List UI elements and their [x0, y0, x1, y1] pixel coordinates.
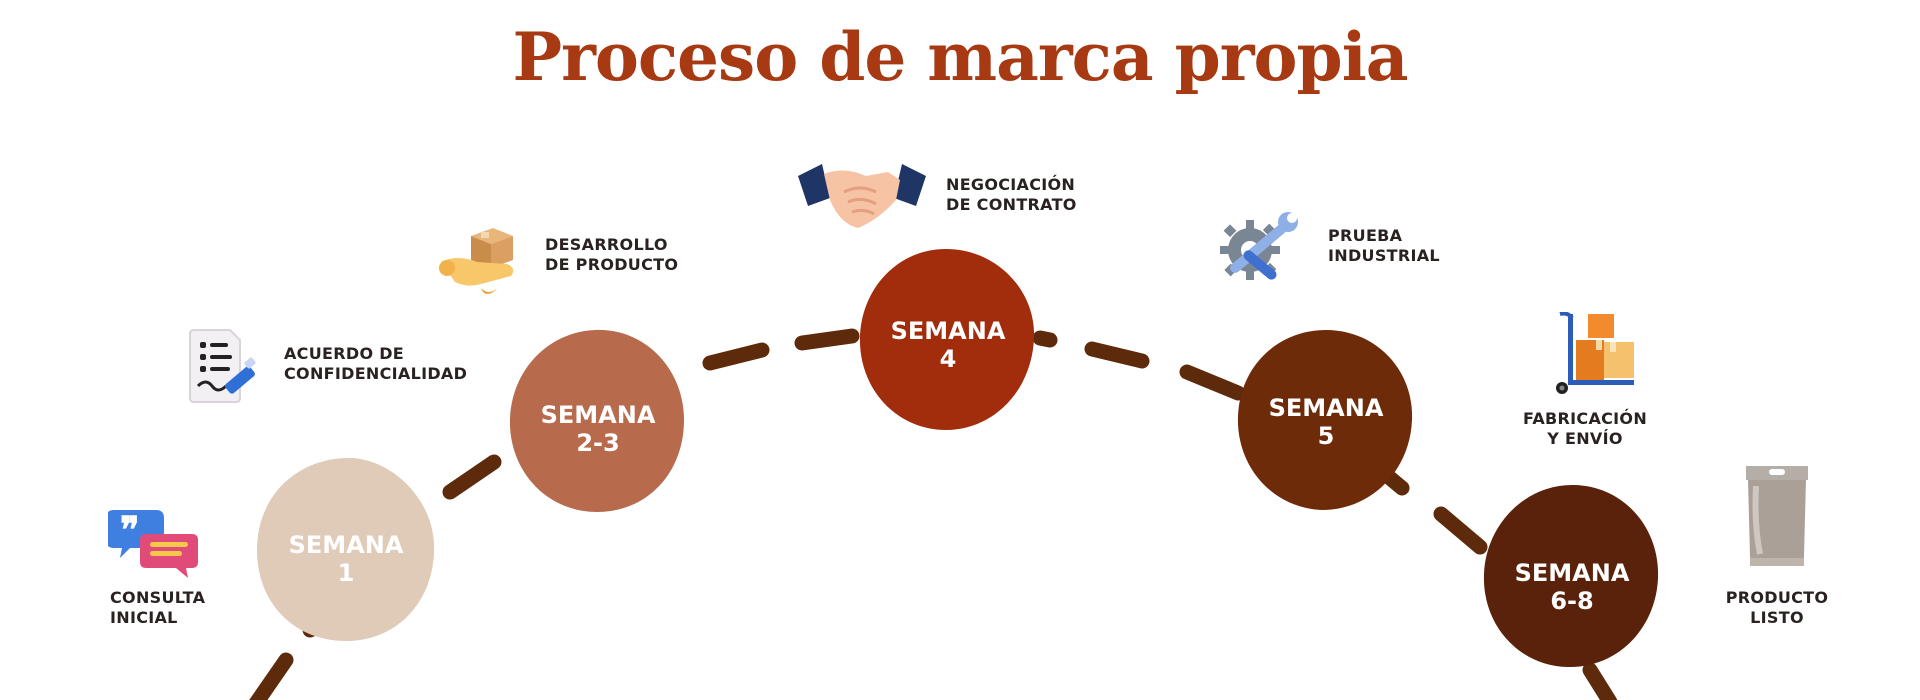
hand-truck-boxes-icon [1546, 311, 1636, 401]
step-label-line1: FABRICACIÓN [1522, 409, 1648, 428]
week-5-circle: SEMANA 5 [1237, 330, 1413, 510]
week-1-label-line1: SEMANA [289, 531, 404, 559]
path-dash [794, 328, 860, 351]
step-label-line1: ACUERDO DE [284, 344, 405, 363]
speech-bubbles-icon: ❞ [106, 508, 198, 585]
page-title: Proceso de marca propia [512, 18, 1408, 96]
week-1-label-line2: 1 [338, 559, 355, 587]
week-4-label-line2: 4 [940, 345, 957, 373]
week-2-3-circle: SEMANA 2-3 [509, 329, 684, 512]
week-5-label-line1: SEMANA [1269, 394, 1384, 422]
svg-text:❞: ❞ [120, 509, 139, 551]
week-6-8-label-line2: 6-8 [1550, 587, 1593, 615]
path-dash [1382, 470, 1410, 496]
step-label-line2: INDUSTRIAL [1328, 246, 1440, 265]
step-negociacion-contrato: NEGOCIACIÓN DE CONTRATO [946, 175, 1077, 215]
step-desarrollo-producto: DESARROLLO DE PRODUCTO [545, 235, 678, 275]
pouch-package-icon [1744, 464, 1810, 573]
path-dash [702, 342, 770, 371]
week-4-circle: SEMANA 4 [859, 249, 1035, 430]
step-label-line1: PRUEBA [1328, 226, 1403, 245]
path-dash [249, 652, 294, 700]
week-6-8-label-line1: SEMANA [1515, 559, 1630, 587]
wrench-gear-icon [1210, 210, 1306, 291]
path-dash [1084, 341, 1150, 369]
week-2-3-label-line1: SEMANA [541, 401, 656, 429]
step-label-line2: DE CONTRATO [946, 195, 1077, 214]
step-consulta-inicial: CONSULTA INICIAL [110, 588, 205, 628]
step-label-line1: PRODUCTO [1725, 588, 1829, 607]
step-acuerdo-confidencialidad: ACUERDO DE CONFIDENCIALIDAD [284, 344, 467, 384]
path-dash [442, 454, 502, 500]
path-dash [1179, 364, 1246, 401]
timeline-path [249, 328, 1618, 700]
week-5-label-line2: 5 [1318, 422, 1335, 450]
step-fabricacion-envio: FABRICACIÓN Y ENVÍO [1510, 409, 1660, 449]
week-6-8-circle: SEMANA 6-8 [1483, 484, 1659, 668]
week-4-label-line1: SEMANA [891, 317, 1006, 345]
document-signing-icon [182, 328, 268, 409]
step-label-line2: INICIAL [110, 608, 178, 627]
handshake-icon [796, 158, 928, 237]
step-label-line1: DESARROLLO [545, 235, 668, 254]
hand-with-box-icon [437, 222, 529, 299]
path-dash [1032, 330, 1058, 348]
step-label-line1: NEGOCIACIÓN [946, 175, 1076, 194]
step-label-line2: CONFIDENCIALIDAD [284, 364, 468, 383]
step-label-line1: CONSULTA [110, 588, 206, 607]
path-dash [1433, 506, 1488, 555]
week-2-3-label-line2: 2-3 [576, 429, 619, 457]
step-prueba-industrial: PRUEBA INDUSTRIAL [1328, 226, 1440, 266]
step-label-line2: Y ENVÍO [1547, 429, 1623, 448]
step-label-line2: LISTO [1750, 608, 1804, 627]
week-1-circle: SEMANA 1 [256, 457, 435, 642]
step-producto-listo: PRODUCTO LISTO [1702, 588, 1852, 628]
step-label-line2: DE PRODUCTO [545, 255, 679, 274]
path-dash [1582, 662, 1618, 700]
